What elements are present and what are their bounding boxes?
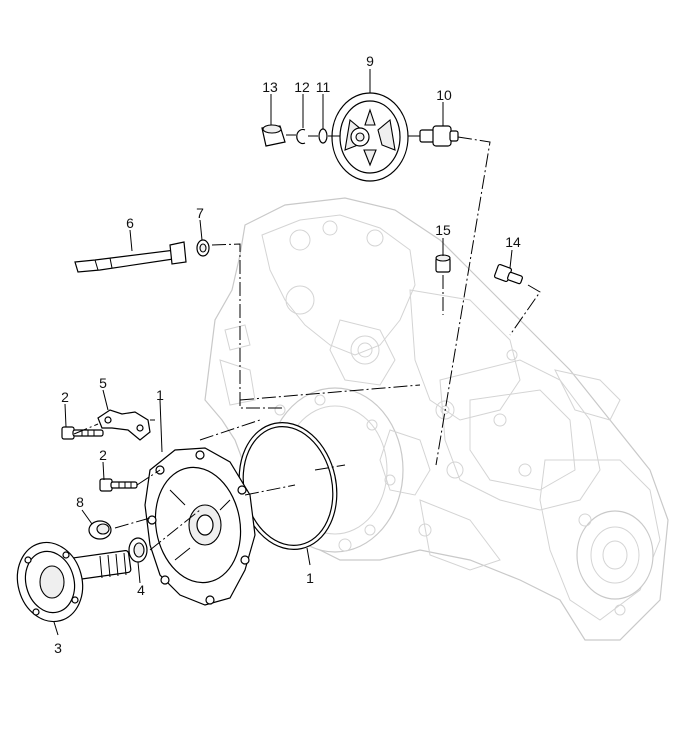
part-5-bracket (97, 409, 151, 441)
part-6-shift-shaft (74, 241, 187, 273)
part-1-gasket (238, 422, 338, 550)
part-15-plug (435, 254, 451, 273)
label-9: 9 (366, 53, 374, 69)
part-4-seal-ring (128, 537, 148, 563)
label-15: 15 (435, 222, 451, 238)
label-2-lower: 2 (99, 447, 107, 463)
label-13: 13 (262, 79, 278, 95)
part-2-bolt-upper (61, 426, 104, 440)
label-6: 6 (126, 215, 134, 231)
callout-labels: 1 1 2 2 3 4 5 6 7 8 9 10 11 12 13 14 15 (54, 53, 521, 656)
leader-lines (53, 69, 513, 636)
part-8-plug (88, 520, 112, 540)
part-14-sender (493, 263, 523, 285)
label-2-upper: 2 (61, 389, 69, 405)
part-11-o-ring (318, 128, 328, 144)
label-11: 11 (316, 79, 331, 95)
part-10-switch (419, 125, 459, 147)
label-5: 5 (99, 375, 107, 391)
part-7-seal (196, 239, 210, 257)
assembly-lines (73, 134, 541, 551)
part-2-bolt-lower (99, 478, 138, 492)
label-1-gasket: 1 (306, 570, 314, 586)
label-10: 10 (436, 87, 452, 103)
label-12: 12 (294, 79, 310, 95)
label-7: 7 (196, 205, 204, 221)
label-14: 14 (505, 234, 521, 250)
label-3: 3 (54, 640, 62, 656)
label-4: 4 (137, 582, 145, 598)
label-1-cover: 1 (156, 387, 164, 403)
part-9-selector-wheel (331, 92, 409, 182)
part-1-side-cover (144, 447, 256, 606)
part-13-cap (261, 124, 286, 147)
part-3-flange-shaft (16, 541, 132, 623)
label-8: 8 (76, 494, 84, 510)
part-12-circlip (296, 128, 306, 145)
